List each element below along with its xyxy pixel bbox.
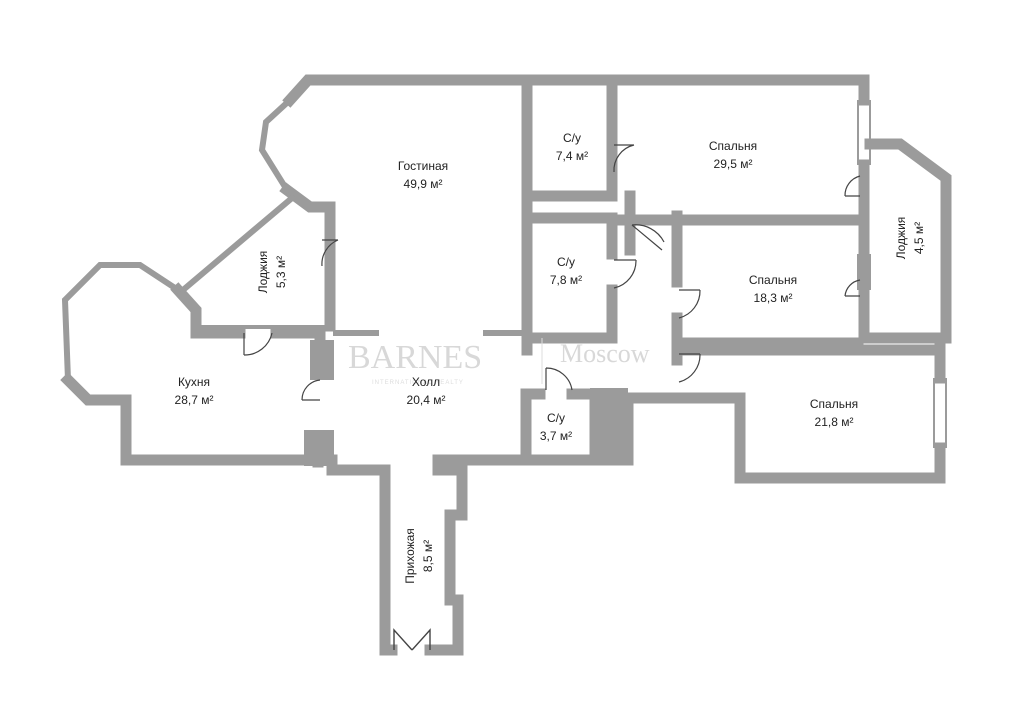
room-loggia1: Лоджия 5,3 м² xyxy=(256,251,288,294)
room-hall: Холл 20,4 м² xyxy=(407,375,446,407)
outer-wall-loggia2 xyxy=(864,138,952,344)
room-name-loggia1: Лоджия xyxy=(256,251,270,294)
outer-wall-bed3-east-low xyxy=(589,392,946,484)
room-name-bed3: Спальня xyxy=(810,397,858,411)
door-kitchen-loggia xyxy=(243,332,273,356)
watermark-tagline: INTERNATIONAL REALTY xyxy=(372,380,464,386)
room-name-bed2: Спальня xyxy=(749,273,797,287)
door-bed2-1 xyxy=(678,289,701,319)
room-wc3: С/у 3,7 м² xyxy=(540,411,572,443)
door-kitchen-hall xyxy=(301,379,321,401)
watermark: BARNES Moscow INTERNATIONAL REALTY xyxy=(348,338,650,386)
watermark-brand: BARNES xyxy=(348,339,482,376)
room-area-wc1: 7,4 м² xyxy=(556,149,588,163)
door-corridor-top xyxy=(631,224,665,251)
room-labels: Гостиная 49,9 м² С/у 7,4 м² Спальня 29,5… xyxy=(175,131,926,584)
column-1 xyxy=(590,388,628,464)
room-area-bed2: 18,3 м² xyxy=(754,291,793,305)
room-wc2: С/у 7,8 м² xyxy=(550,255,582,287)
door-wc1 xyxy=(613,144,635,173)
door-wc2 xyxy=(613,259,637,289)
room-name-wc1: С/у xyxy=(563,131,581,145)
door-entry xyxy=(393,628,431,651)
room-name-loggia2: Лоджия xyxy=(894,217,908,260)
column-2 xyxy=(310,340,334,380)
room-entry: Прихожая 8,5 м² xyxy=(403,528,435,584)
walls xyxy=(60,74,952,656)
bay-window-kitchen xyxy=(61,262,183,384)
window-bed2 xyxy=(857,254,871,290)
doors xyxy=(243,144,861,651)
room-area-wc3: 3,7 м² xyxy=(540,429,572,443)
column-3 xyxy=(304,430,334,466)
outer-wall-kitchen-west xyxy=(60,372,132,466)
room-living: Гостиная 49,9 м² xyxy=(398,159,448,191)
room-area-kitchen: 28,7 м² xyxy=(175,393,214,407)
door-wc3 xyxy=(545,367,573,391)
door-bed1 xyxy=(844,175,861,197)
room-name-bed1: Спальня xyxy=(709,139,757,153)
room-bed2: Спальня 18,3 м² xyxy=(749,273,797,305)
room-area-loggia2: 4,5 м² xyxy=(912,222,926,254)
room-name-living: Гостиная xyxy=(398,159,448,173)
door-bed2-2 xyxy=(844,279,861,297)
room-area-bed1: 29,5 м² xyxy=(714,157,753,171)
window-bed3 xyxy=(933,378,947,448)
window-bed1 xyxy=(857,100,871,165)
columns xyxy=(304,340,628,466)
wall-wc2-low xyxy=(527,284,618,344)
room-wc1: С/у 7,4 м² xyxy=(556,131,588,163)
door-loggia1 xyxy=(321,239,339,267)
room-kitchen: Кухня 28,7 м² xyxy=(175,375,214,407)
room-name-wc2: С/у xyxy=(557,255,575,269)
watermark-city: Moscow xyxy=(560,339,650,368)
door-bed3 xyxy=(678,353,701,383)
room-area-loggia1: 5,3 м² xyxy=(274,256,288,288)
bay-window-living xyxy=(258,95,295,195)
windows xyxy=(857,100,947,448)
outer-wall-kitchen-east xyxy=(170,282,246,339)
outer-wall-hall-south xyxy=(424,454,532,656)
outer-wall-wc3 xyxy=(520,388,601,466)
room-name-wc3: С/у xyxy=(547,411,565,425)
room-loggia2: Лоджия 4,5 м² xyxy=(894,217,926,260)
room-area-living: 49,9 м² xyxy=(404,177,443,191)
room-area-entry: 8,5 м² xyxy=(421,540,435,572)
room-name-hall: Холл xyxy=(412,375,440,389)
room-area-bed3: 21,8 м² xyxy=(815,415,854,429)
outer-wall-living-bay xyxy=(279,182,336,332)
room-name-entry: Прихожая xyxy=(403,528,417,584)
loggia1-wall xyxy=(178,193,297,295)
room-area-wc2: 7,8 м² xyxy=(550,273,582,287)
room-area-hall: 20,4 м² xyxy=(407,393,446,407)
outer-wall-entry-west xyxy=(120,454,398,656)
room-name-kitchen: Кухня xyxy=(178,375,210,389)
room-bed1: Спальня 29,5 м² xyxy=(709,139,757,171)
wall-wc2 xyxy=(527,212,618,260)
room-bed3: Спальня 21,8 м² xyxy=(810,397,858,429)
outer-wall-top xyxy=(282,74,864,108)
